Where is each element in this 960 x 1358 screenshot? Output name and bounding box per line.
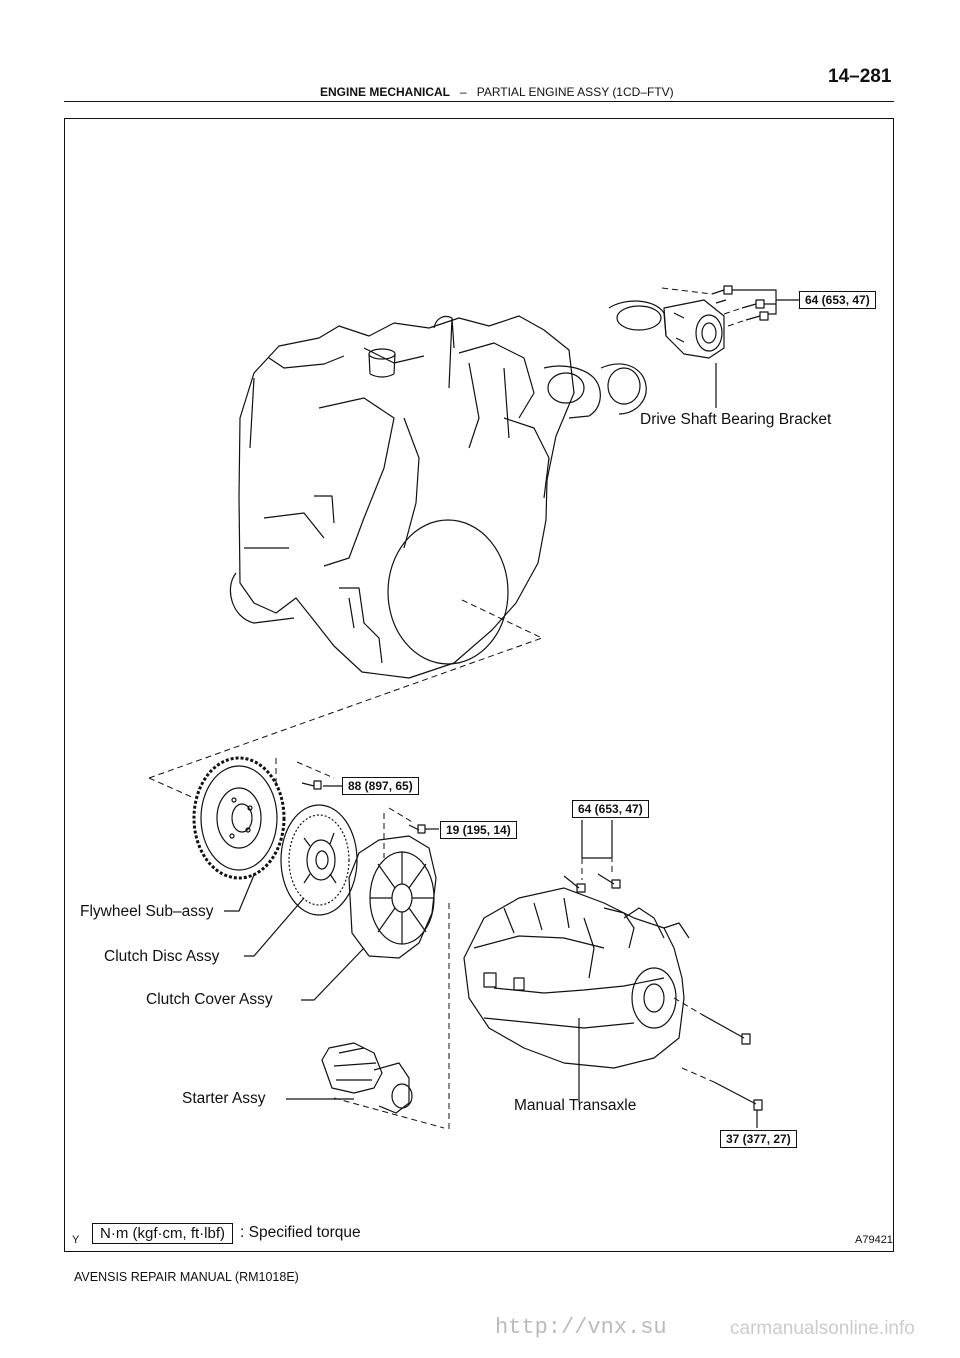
label-manual-transaxle: Manual Transaxle (514, 1097, 637, 1114)
transaxle-bolts-illustration (563, 873, 763, 1111)
torque-legend-box: N·m (kgf·cm, ft·lbf) (92, 1223, 233, 1244)
figure-id: A79421 (855, 1234, 893, 1246)
manual-transaxle-illustration (463, 887, 690, 1069)
engine-block-illustration (229, 300, 667, 679)
small-bolts-illustration (301, 780, 426, 834)
torque-callout-bracket: 64 (653, 47) (799, 291, 876, 309)
label-flywheel: Flywheel Sub–assy (80, 903, 214, 920)
label-drive-shaft-bearing-bracket: Drive Shaft Bearing Bracket (640, 411, 832, 428)
figure-mark: Y (72, 1234, 80, 1246)
leader-lines (224, 289, 799, 1128)
footer-manual-title: AVENSIS REPAIR MANUAL (RM1018E) (74, 1270, 299, 1284)
running-header: ENGINE MECHANICAL–PARTIAL ENGINE ASSY (1… (320, 85, 674, 99)
label-clutch-cover: Clutch Cover Assy (146, 991, 273, 1008)
alignment-lines (148, 287, 747, 1133)
torque-callout-transaxle-upper: 64 (653, 47) (572, 800, 649, 818)
clutch-cover-illustration (348, 835, 437, 959)
section-title: ENGINE MECHANICAL (320, 85, 451, 99)
torque-legend-text: : Specified torque (240, 1224, 361, 1241)
label-clutch-disc: Clutch Disc Assy (104, 948, 220, 965)
torque-callout-clutch-cover: 19 (195, 14) (440, 821, 517, 839)
starter-illustration (321, 1042, 413, 1114)
label-starter: Starter Assy (182, 1090, 266, 1107)
watermark-site: carmanualsonline.info (730, 1318, 915, 1339)
torque-callout-flywheel: 88 (897, 65) (342, 777, 419, 795)
exploded-view-drawing (148, 285, 799, 1133)
flywheel-illustration (192, 756, 286, 880)
bracket-bolts-illustration (711, 285, 769, 321)
header-separator: – (460, 85, 467, 99)
page-number: 14–281 (828, 66, 892, 87)
header-rule (64, 101, 894, 102)
clutch-disc-illustration (280, 804, 358, 916)
torque-callout-transaxle-lower: 37 (377, 27) (720, 1130, 797, 1148)
subsection-title: PARTIAL ENGINE ASSY (1CD–FTV) (476, 85, 674, 99)
drive-shaft-bearing-bracket-illustration (663, 299, 725, 359)
figure-frame (64, 118, 894, 1252)
watermark-url: http://vnx.su (495, 1315, 667, 1340)
